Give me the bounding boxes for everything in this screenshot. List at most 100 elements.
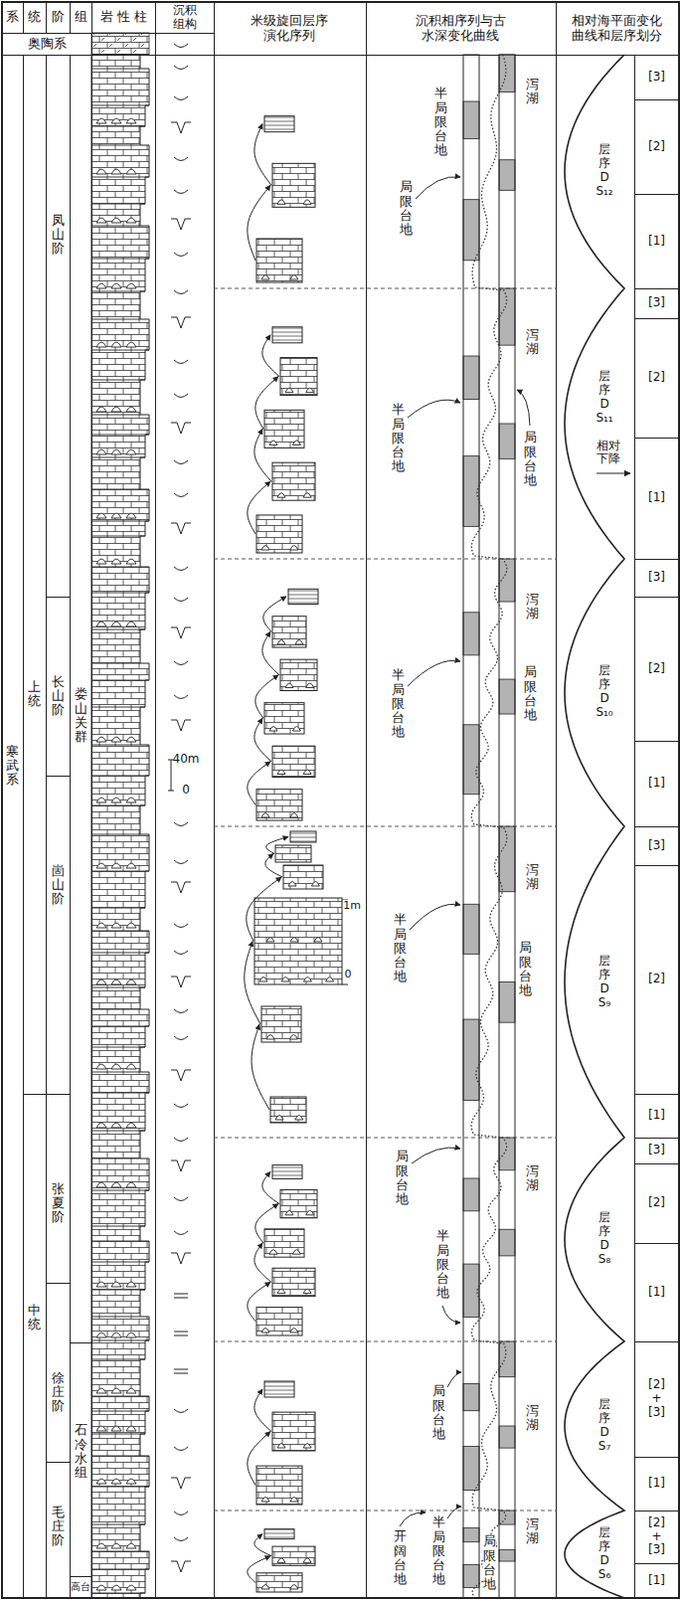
sequence-division-cell: [2] + [3] (634, 1341, 680, 1457)
sequence-division-cell: [3] (634, 558, 680, 597)
stromatolite-symbol (277, 1557, 286, 1563)
bedding-line (91, 203, 146, 205)
stromatolite-symbol (289, 1034, 298, 1040)
sequence-division-cell: [1] (634, 437, 680, 559)
facies-arrow (399, 1512, 426, 1527)
stromatolite-symbol (111, 1063, 122, 1069)
cell-text: 阶 (51, 9, 65, 25)
bedding-line (91, 379, 146, 381)
cell-text: [1] (648, 1285, 666, 1300)
facies-label: 局限台地 (518, 940, 532, 998)
fabric-symbol (170, 1477, 191, 1489)
cycle-box (290, 831, 317, 843)
stromatolite-symbol (111, 118, 122, 124)
stromatolite-symbol (288, 881, 297, 887)
stromatolite-symbol (326, 977, 335, 983)
bedding-line (91, 489, 141, 491)
column-line (365, 1, 367, 1598)
cycle-box (275, 845, 312, 862)
stage-cell: 徐庄阶 (45, 1282, 70, 1462)
cycle-box (270, 1096, 307, 1123)
header-cell: 岩性柱 (91, 1, 156, 33)
stromatolite-symbol (96, 1281, 107, 1287)
sequence-division-cell: [1] (634, 193, 680, 289)
cycle-box (256, 1465, 303, 1505)
facies-shading (463, 903, 480, 954)
bedding-line (91, 1025, 150, 1027)
cell-outline (634, 54, 680, 100)
cycle-box (256, 514, 303, 553)
fabric-symbol (170, 317, 191, 329)
stromatolite-symbol (111, 621, 122, 627)
fall-arrow (596, 472, 631, 474)
stromatolite-symbol (303, 199, 312, 205)
stromatolite-symbol (261, 1328, 270, 1334)
cycle-box (272, 163, 316, 207)
sequence-division-cell: [1] (634, 1456, 680, 1511)
cell-outline (22, 1093, 46, 1598)
sequence-division-cell: [2] (634, 99, 680, 194)
stromatolite-symbol (277, 1443, 286, 1449)
facies-shading (463, 1528, 480, 1542)
series-cell: 中统 (22, 1093, 46, 1598)
fabric-symbol (173, 1368, 188, 1373)
bedding-line (91, 1486, 150, 1488)
fabric-symbol (173, 43, 188, 48)
fabric-symbol (173, 157, 188, 162)
stromatolite-symbol (96, 558, 107, 564)
cell-text: 石冷水组 (74, 1422, 88, 1480)
cell-outline (45, 54, 70, 597)
sequence-boundary (213, 288, 556, 290)
bedding-line (91, 775, 150, 777)
stromatolite-symbol (126, 217, 137, 223)
cycle-arrow (254, 428, 272, 482)
stromatolite-symbol (261, 1584, 270, 1590)
fabric-symbol (170, 1160, 191, 1172)
formation-cell: 石冷水组 (69, 1342, 92, 1576)
facies-arrow (447, 1371, 462, 1387)
fabric-symbol (173, 661, 188, 666)
cell-outline (634, 826, 680, 865)
stromatolite-symbol (96, 1542, 107, 1548)
stromatolite-symbol (96, 1332, 107, 1338)
cycle-arrow (262, 1172, 280, 1204)
cell-text: [2] + [3] (647, 1516, 667, 1557)
facies-shading (463, 1263, 480, 1317)
column-line (555, 1, 557, 1598)
stromatolite-symbol (111, 1584, 122, 1590)
bedding-line (91, 930, 141, 932)
cycle-box (288, 588, 319, 604)
cycle-box (272, 745, 316, 777)
header-cell: 沉积组构 (155, 1, 214, 33)
cycle-box (272, 616, 307, 648)
facies-label: 局限台地 (432, 1383, 446, 1441)
facies-label: 局限台地 (399, 179, 413, 237)
facies-arrow (409, 903, 461, 930)
bedding-line (91, 566, 141, 568)
bedding-line (91, 680, 150, 681)
stromatolite-symbol (290, 1584, 299, 1590)
sequence-boundary (213, 1137, 556, 1139)
stromatolite-symbol (126, 169, 137, 174)
stromatolite-symbol (111, 1478, 122, 1484)
stromatolite-symbol (295, 1115, 304, 1121)
cell-outline (634, 558, 680, 597)
cell-outline (91, 1, 156, 33)
cycle-arrow (244, 941, 261, 1025)
sequence-boundary (213, 826, 556, 828)
sea-level-note: 相对下降 (595, 439, 621, 466)
facies-arrow (516, 389, 530, 426)
fabric-symbol (173, 189, 188, 194)
cycle-box (272, 1267, 316, 1296)
cell-text: [1] (648, 1573, 666, 1588)
column-line (155, 1, 157, 1598)
cell-text: [3] (648, 570, 666, 585)
fabric-symbol (173, 1103, 188, 1108)
sequence-division-cell: [3] (634, 826, 680, 865)
system-boundary (91, 54, 214, 56)
series-cell: 上统 (22, 54, 46, 1094)
cell-outline (634, 1562, 680, 1598)
bedding-line (91, 258, 150, 260)
